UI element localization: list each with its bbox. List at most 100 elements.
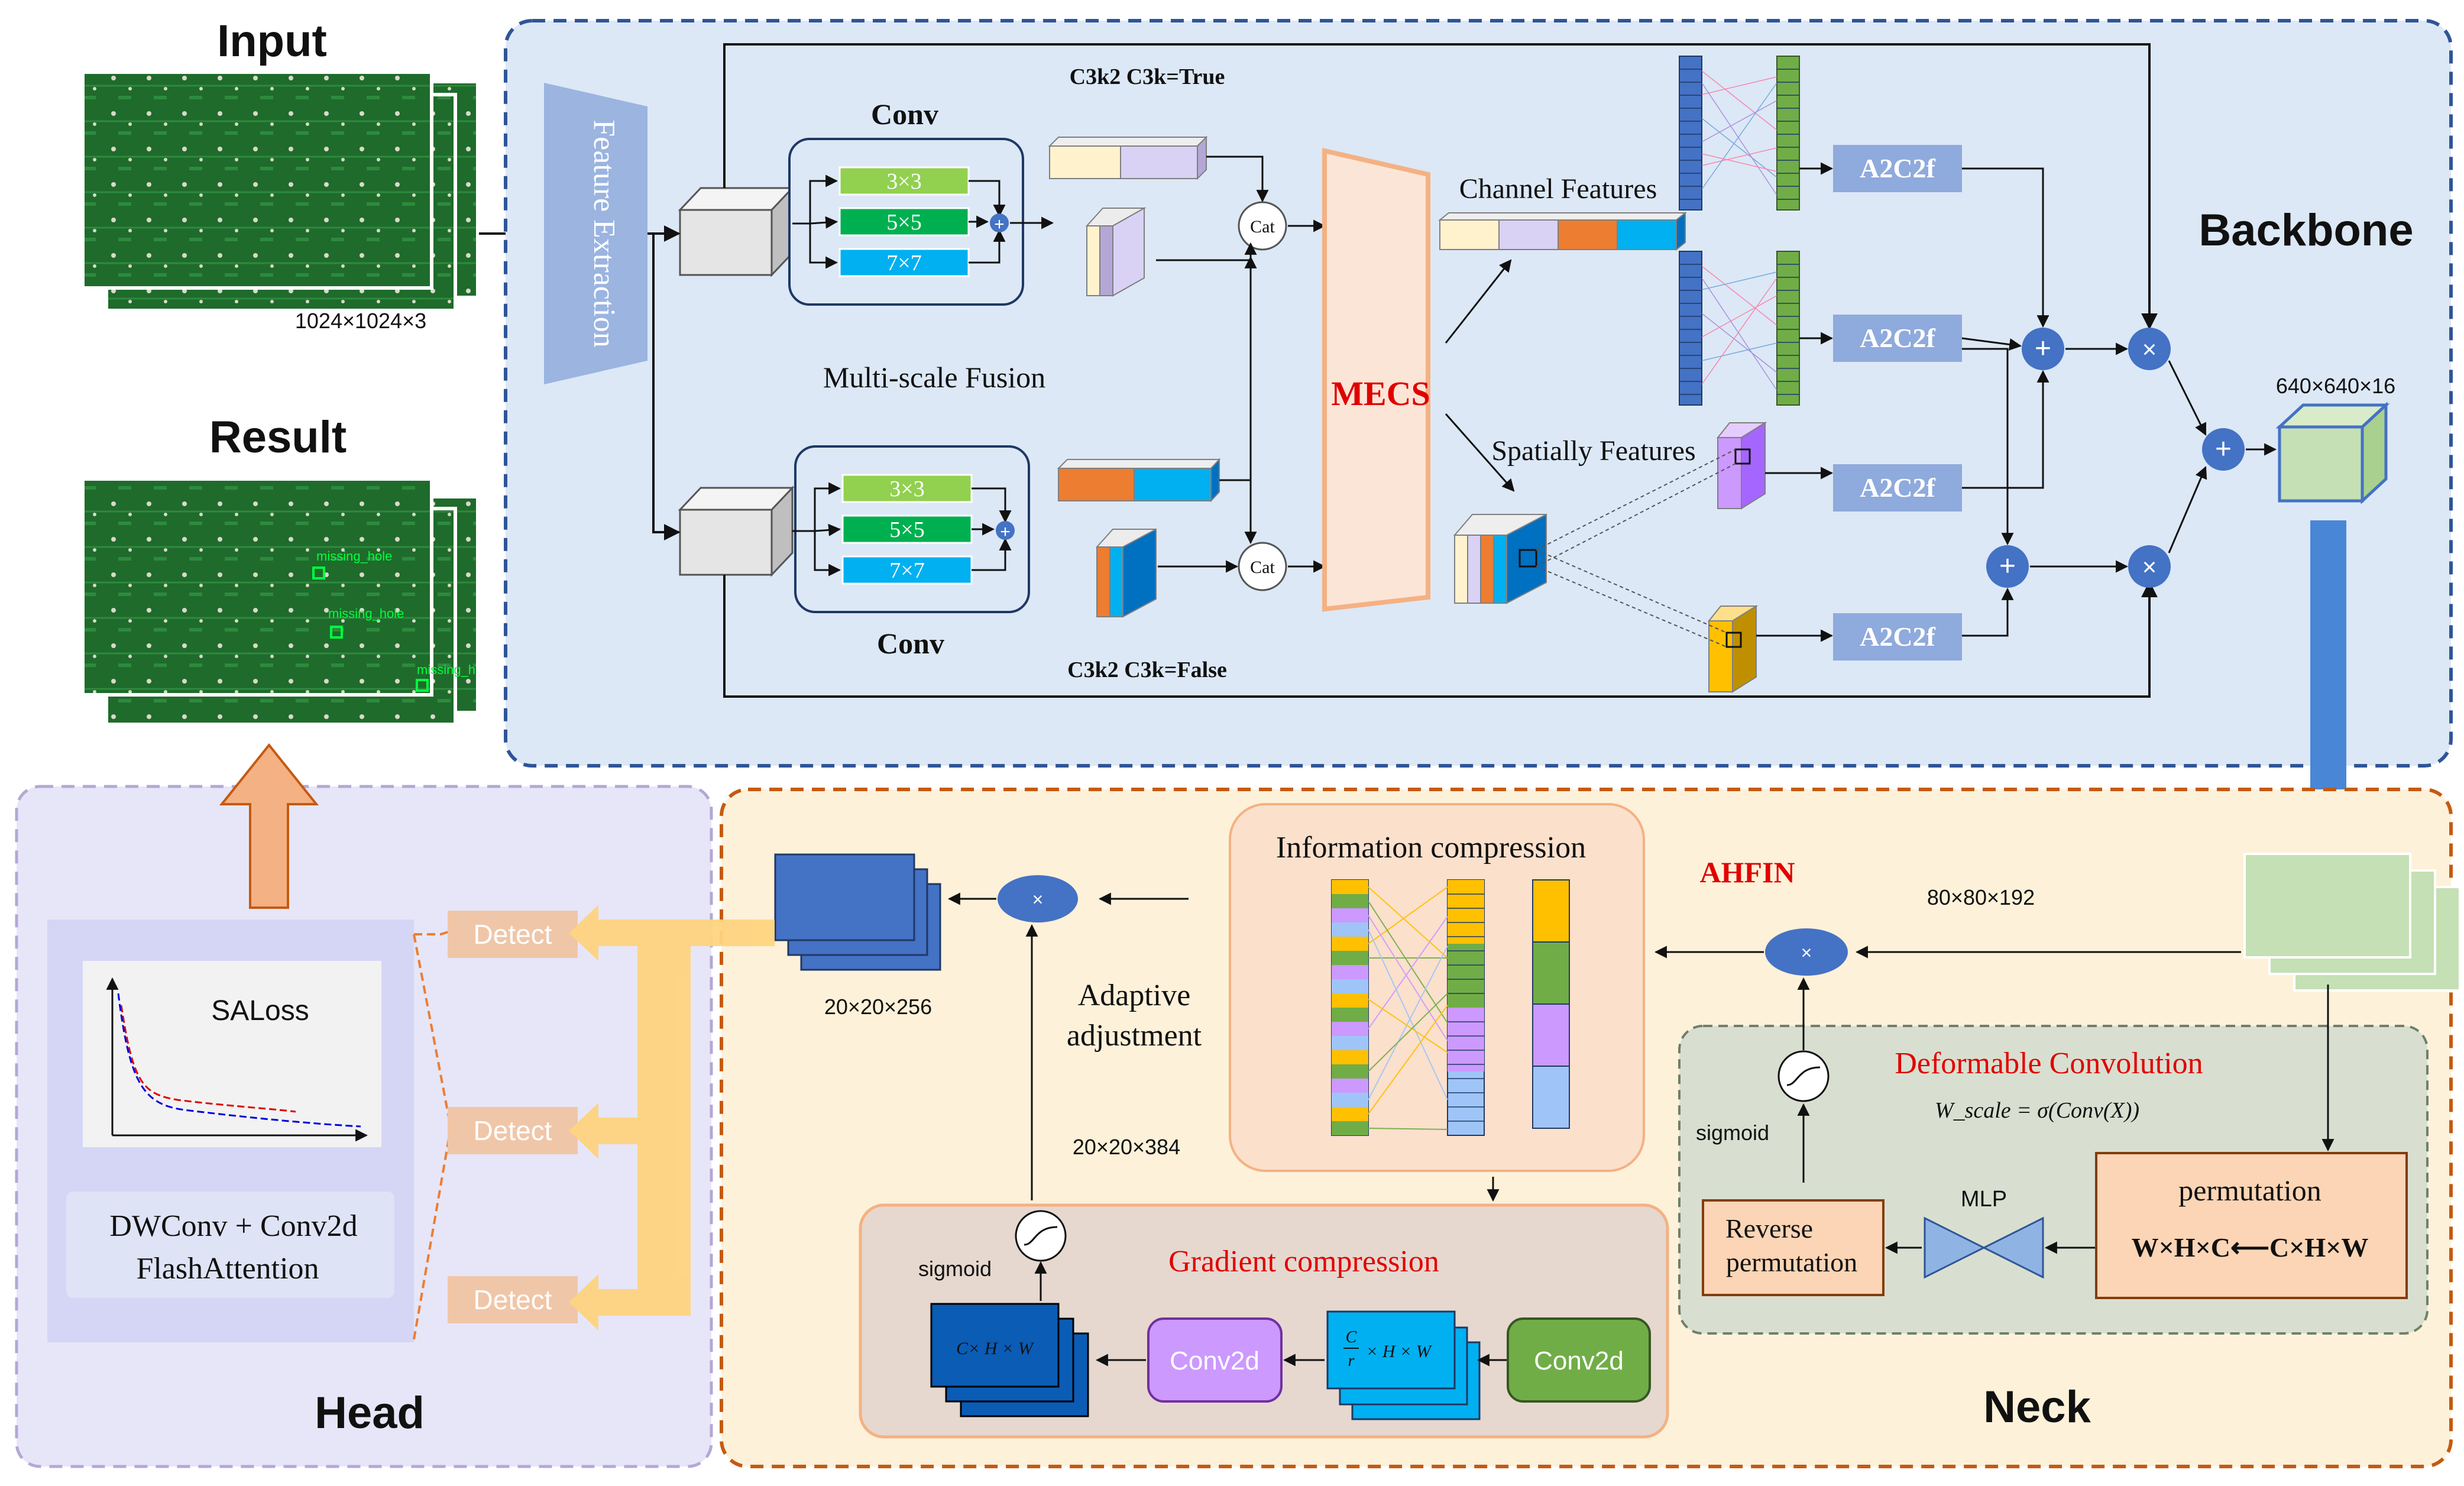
c3k2-true-label: C3k2 C3k=True [1070, 64, 1225, 89]
plus-icon: + [2035, 333, 2051, 364]
spatial-cube-purple [1716, 422, 1767, 510]
backbone-out-size: 640×640×16 [2276, 374, 2395, 398]
kernel-5x5-label: 5×5 [889, 517, 924, 542]
saloss-plot [106, 977, 368, 1142]
multiscale-label: Multi-scale Fusion [823, 361, 1045, 394]
chw-stack: C× H × W [930, 1303, 1089, 1417]
times-icon: × [2142, 553, 2157, 581]
crhw-stack: C r × H × W [1326, 1310, 1481, 1420]
input-pcb-stack [81, 70, 480, 312]
backbone-panel [504, 19, 2453, 768]
feature-column-bottom [1095, 528, 1157, 618]
plus-icon-label: + [994, 215, 1005, 234]
skip-top [723, 43, 2158, 330]
info-compression-label: Information compression [1276, 831, 1586, 865]
info-connections [1368, 886, 1448, 1130]
times-icon: × [1032, 889, 1044, 910]
conv-group-top: Conv 3×3 5×5 7×7 + [788, 98, 1054, 306]
feature-extraction-block: Feature Extraction [544, 83, 647, 384]
head-title: Head [315, 1388, 425, 1438]
dash-connector [413, 1135, 451, 1340]
conv2d-purple: Conv2d [1147, 1317, 1283, 1403]
ahfin-label: AHFIN [1699, 856, 1795, 889]
plus-node-2: + [1986, 545, 2029, 588]
conv2d-label: Conv2d [1534, 1346, 1624, 1375]
conv2d-green: Conv2d [1507, 1317, 1651, 1403]
plus-icon [996, 521, 1015, 540]
times-icon: × [2142, 335, 2157, 363]
plus-icon: + [2215, 433, 2232, 465]
detect-3: Detect [448, 1276, 578, 1323]
plus-node-1: + [2022, 328, 2064, 370]
times-node-1: × [2128, 328, 2171, 370]
feature-slab-top [1048, 135, 1208, 180]
yellow-routing [569, 905, 775, 1330]
plus-icon: + [1999, 551, 2016, 582]
result-section: Result missing_hole missing_hole missing… [81, 412, 480, 726]
cube-top [678, 186, 795, 277]
input-size: 1024×1024×3 [295, 309, 426, 333]
reverse-label-2: permutation [1726, 1247, 1857, 1277]
detect-2: Detect [448, 1107, 578, 1154]
sigmoid-icon [1777, 1050, 1830, 1102]
a2c2f-2: A2C2f [1833, 315, 1962, 362]
sigmoid-label-gc: sigmoid [918, 1257, 992, 1281]
info-column-3 [1532, 879, 1570, 1129]
a2c2f-label: A2C2f [1860, 153, 1935, 183]
crhw-rest: × H × W [1366, 1342, 1433, 1361]
detection-box [416, 679, 429, 692]
cat-node-top: Cat [1238, 201, 1287, 251]
adaptive-label-2: adjustment [1067, 1019, 1202, 1053]
info-column-2 [1447, 879, 1485, 1136]
result-pcb-stack [81, 477, 480, 726]
mecs-label: MECS [1331, 374, 1430, 413]
saloss-plot-panel [83, 961, 381, 1147]
detect-1: Detect [448, 911, 578, 958]
channel-attention-top [1679, 56, 1800, 211]
neck-size-80: 80×80×192 [1927, 885, 2035, 909]
crhw-bottom: r [1348, 1352, 1355, 1370]
feature-extraction-label: Feature Extraction [587, 119, 621, 348]
channel-feature-bar [1438, 211, 1687, 251]
sigmoid-label: sigmoid [1696, 1121, 1769, 1145]
kernel-7x7-label: 7×7 [889, 558, 924, 583]
plus-node-3: + [2202, 428, 2245, 471]
cat-label: Cat [1250, 558, 1275, 577]
channel-features-label: Channel Features [1459, 173, 1657, 205]
neck-feature-stack [2243, 853, 2461, 992]
cat-node-bottom: Cat [1238, 542, 1287, 591]
channel-attention-mid [1679, 251, 1800, 406]
backbone-title: Backbone [2199, 205, 2413, 255]
adaptive-label-1: Adaptive [1078, 979, 1191, 1012]
a2c2f-label: A2C2f [1860, 323, 1935, 353]
c3k2-false-label: C3k2 C3k=False [1067, 658, 1227, 682]
info-column-1 [1331, 879, 1369, 1136]
detection-box [330, 626, 343, 639]
spatial-cube-yellow [1707, 605, 1759, 693]
times-icon: × [1801, 942, 1812, 963]
input-section: Input 1024×1024×3 [81, 16, 480, 333]
times-node-adapt: × [998, 875, 1078, 922]
a2c2f-1: A2C2f [1833, 145, 1962, 192]
permutation-block: permutation W×H×C⟵C×H×W [2095, 1152, 2408, 1299]
spatial-projection-lines [1536, 449, 1736, 648]
plus-icon-label: + [1000, 522, 1011, 542]
a2c2f-3: A2C2f [1833, 464, 1962, 511]
detect-label: Detect [474, 1115, 552, 1146]
conv-group-bottom: 3×3 5×5 7×7 + Conv [792, 445, 1030, 660]
dwconv-label: DWConv + Conv2d [109, 1209, 357, 1243]
result-label-2: missing_hole [328, 606, 404, 621]
cube-bottom [678, 485, 795, 577]
dash-connector [413, 934, 451, 1121]
neck-output-stack [774, 853, 941, 971]
result-label-3: missing_h [417, 662, 475, 677]
feature-column-top [1085, 207, 1147, 297]
chw-label: C× H × W [956, 1339, 1035, 1358]
mlp-block: MLP [1924, 1187, 2044, 1279]
detect-label: Detect [474, 919, 552, 950]
fe-to-bottom-arrow [647, 232, 681, 540]
detect-label: Detect [474, 1284, 552, 1315]
conv-bottom-label: Conv [877, 627, 944, 660]
kernel-3x3 [838, 166, 970, 196]
mlp-label: MLP [1961, 1187, 2007, 1212]
